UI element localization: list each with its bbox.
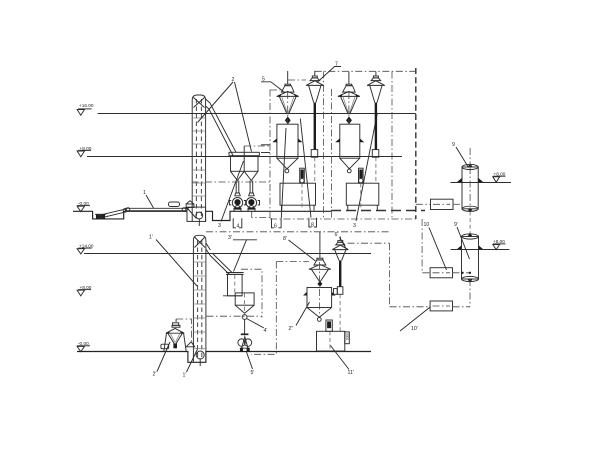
svg-text:10': 10'	[411, 326, 418, 332]
svg-text:+8.00: +8.00	[80, 146, 92, 151]
svg-text:3': 3'	[228, 235, 232, 241]
svg-text:6: 6	[274, 224, 277, 230]
svg-text:+14.00: +14.00	[79, 243, 94, 248]
svg-text:4: 4	[237, 224, 240, 230]
svg-text:3: 3	[218, 223, 221, 229]
svg-text:+8.00: +8.00	[80, 285, 92, 290]
svg-text:1': 1'	[183, 373, 187, 379]
svg-text:8: 8	[311, 223, 314, 229]
svg-text:1: 1	[143, 190, 146, 196]
svg-text:8': 8'	[283, 236, 287, 242]
svg-text:6': 6'	[335, 232, 339, 238]
svg-text:7: 7	[335, 62, 338, 68]
svg-text:+8.00: +8.00	[494, 172, 506, 177]
svg-text:1': 1'	[149, 235, 153, 241]
svg-text:+16.00: +16.00	[79, 103, 94, 108]
svg-text:9': 9'	[454, 222, 458, 228]
svg-text:4': 4'	[264, 328, 268, 334]
svg-text:-0.00: -0.00	[78, 341, 89, 346]
svg-text:+8.00: +8.00	[493, 239, 505, 244]
svg-text:11': 11'	[348, 370, 354, 376]
svg-text:5: 5	[262, 77, 265, 83]
svg-text:10: 10	[424, 222, 430, 228]
svg-text:2': 2'	[153, 372, 157, 378]
svg-text:2: 2	[232, 77, 235, 83]
svg-text:9: 9	[452, 142, 455, 148]
svg-text:-0.00: -0.00	[78, 201, 89, 206]
svg-text:3000: 3000	[345, 333, 349, 340]
svg-text:2'': 2''	[289, 326, 294, 332]
svg-text:3: 3	[353, 223, 356, 229]
svg-text:5': 5'	[251, 370, 255, 376]
